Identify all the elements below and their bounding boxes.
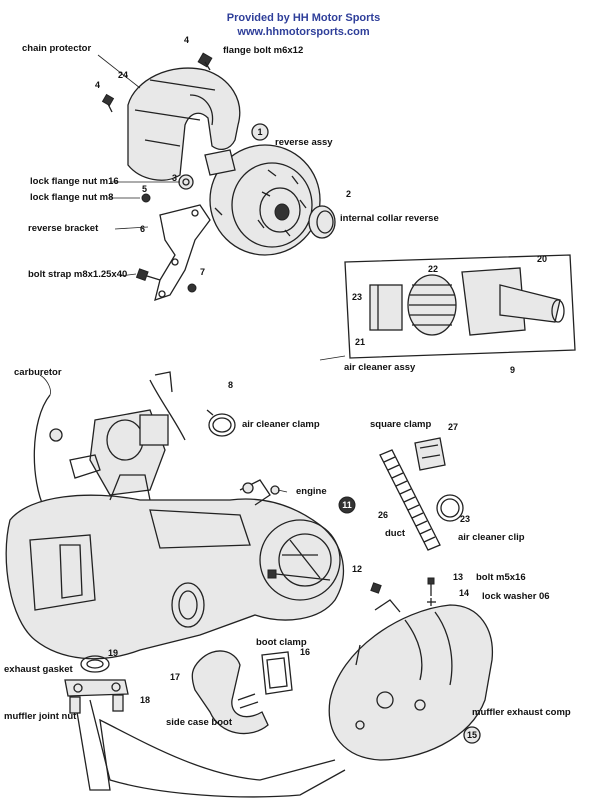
engine-part [5, 474, 345, 660]
callout-4b: 4 [95, 80, 100, 90]
leader-lines [39, 54, 346, 493]
air-cleaner-clip-part [436, 494, 464, 522]
label-carburetor: carburetor [14, 367, 62, 378]
callout-13: 13 [453, 572, 463, 582]
label-duct: duct [385, 528, 406, 539]
provider-text: Provided by HH Motor Sports [226, 12, 381, 24]
label-chain-protector: chain protector [22, 43, 92, 54]
callout-15: 15 [467, 730, 477, 740]
label-air-cleaner-clamp: air cleaner clamp [242, 419, 320, 430]
lock-washer-part [427, 598, 436, 606]
boot-clamp-part [261, 651, 293, 695]
callout-4a: 4 [184, 35, 189, 45]
chain-protector-part [127, 67, 241, 181]
label-internal-collar-reverse: internal collar reverse [340, 213, 439, 224]
label-bolt-strap: bolt strap m8x1.25x40 [28, 269, 128, 280]
callout-9: 9 [510, 365, 515, 375]
callout-18: 18 [140, 695, 150, 705]
square-clamp-part [414, 437, 446, 471]
duct-part [379, 449, 441, 551]
engine-bolt-part [267, 569, 382, 594]
bolt-strap-part [135, 268, 161, 282]
muffler-part [74, 599, 494, 798]
label-air-cleaner-clip: air cleaner clip [458, 532, 525, 543]
reverse-bracket-part [154, 204, 223, 301]
callout-21: 21 [355, 337, 365, 347]
callout-14: 14 [459, 588, 469, 598]
label-exhaust-gasket: exhaust gasket [4, 664, 73, 675]
label-flange-bolt: flange bolt m6x12 [223, 45, 304, 56]
callout-7: 7 [200, 267, 205, 277]
callout-3: 3 [172, 173, 177, 183]
label-reverse-assy: reverse assy [275, 137, 333, 148]
label-air-cleaner-assy: air cleaner assy [344, 362, 416, 373]
label-lock-flange-nut-m16: lock flange nut m16 [30, 176, 119, 187]
label-reverse-bracket: reverse bracket [28, 223, 99, 234]
callout-26: 26 [378, 510, 388, 520]
label-boot-clamp: boot clamp [256, 637, 307, 648]
small-nut-8-part [187, 283, 197, 293]
reverse-assy-part [204, 144, 321, 256]
callout-17: 17 [170, 672, 180, 682]
carburetor-part [33, 371, 186, 511]
muffler-joint-part [64, 679, 129, 714]
callout-20: 20 [537, 254, 547, 264]
callout-27: 27 [448, 422, 458, 432]
air-cleaner-clamp-part [206, 409, 236, 437]
bolt-m5x16-part [427, 577, 435, 596]
label-engine: engine [296, 486, 327, 497]
label-lock-washer: lock washer 06 [482, 591, 550, 602]
label-bolt-m5x16: bolt m5x16 [476, 572, 526, 583]
callout-numbers: 1 2 3 4 4 5 6 7 8 9 11 12 13 14 15 16 17… [95, 35, 547, 744]
exhaust-gasket-part [80, 655, 110, 673]
callout-22: 22 [428, 264, 438, 274]
lock-flange-nut-m8-part [141, 193, 151, 203]
label-muffler-joint-nut: muffler joint nut [4, 711, 77, 722]
small-bolt-part [101, 93, 115, 113]
callout-6: 6 [140, 224, 145, 234]
callout-1: 1 [257, 127, 262, 137]
label-muffler-exhaust-comp: muffler exhaust comp [472, 707, 571, 718]
side-case-boot-part [191, 650, 269, 735]
air-cleaner-assy-box [344, 254, 576, 359]
label-side-case-boot: side case boot [166, 717, 232, 728]
lock-flange-nut-m16-part [178, 174, 194, 190]
callout-12: 12 [352, 564, 362, 574]
callout-2: 2 [346, 189, 351, 199]
callout-5: 5 [142, 184, 147, 194]
callout-23b: 23 [460, 514, 470, 524]
internal-collar-part [308, 205, 336, 239]
callout-19: 19 [108, 648, 118, 658]
flange-bolt-part [197, 52, 213, 71]
callout-11: 11 [342, 500, 352, 510]
callout-24: 24 [118, 70, 128, 80]
label-lock-flange-nut-m8: lock flange nut m8 [30, 192, 114, 203]
callout-8: 8 [228, 380, 233, 390]
website-text: www.hhmotorsports.com [237, 26, 370, 38]
label-square-clamp: square clamp [370, 419, 432, 430]
callout-16: 16 [300, 647, 310, 657]
callout-23: 23 [352, 292, 362, 302]
